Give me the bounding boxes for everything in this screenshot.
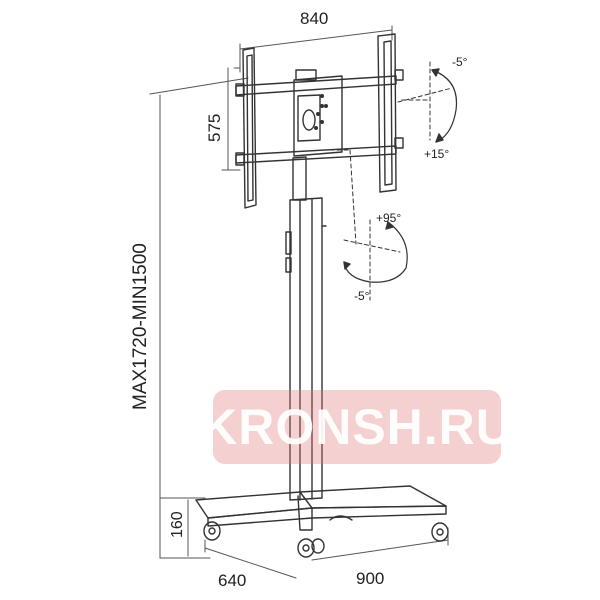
right-mount-rail (377, 33, 404, 193)
vesa-plate (293, 69, 343, 157)
tilt-indicator (397, 61, 458, 143)
left-mount-rail (242, 47, 257, 209)
base (195, 485, 447, 531)
column (285, 156, 327, 501)
swivel-indicator (329, 149, 408, 301)
lower-arm (235, 145, 397, 166)
dim-base-depth: 640 (218, 571, 246, 590)
angle-tilt-up: -5° (452, 55, 468, 69)
angle-swivel-left: +95° (376, 211, 401, 225)
vesa-holes (314, 94, 328, 130)
dim-height-total: MAX1720-MIN1500 (130, 243, 151, 410)
watermark: KRONSH.RU (201, 390, 512, 464)
angle-tilt-down: +15° (424, 147, 449, 161)
dimension-lines (149, 25, 449, 579)
watermark-text: KRONSH.RU (201, 399, 513, 455)
dim-width-top: 840 (300, 9, 328, 28)
dim-height-vesa: 575 (205, 114, 224, 142)
dim-base-width: 900 (356, 569, 384, 588)
angle-swivel-right: -5° (354, 289, 370, 303)
wheels (203, 521, 449, 558)
dim-base-height: 160 (169, 511, 186, 538)
